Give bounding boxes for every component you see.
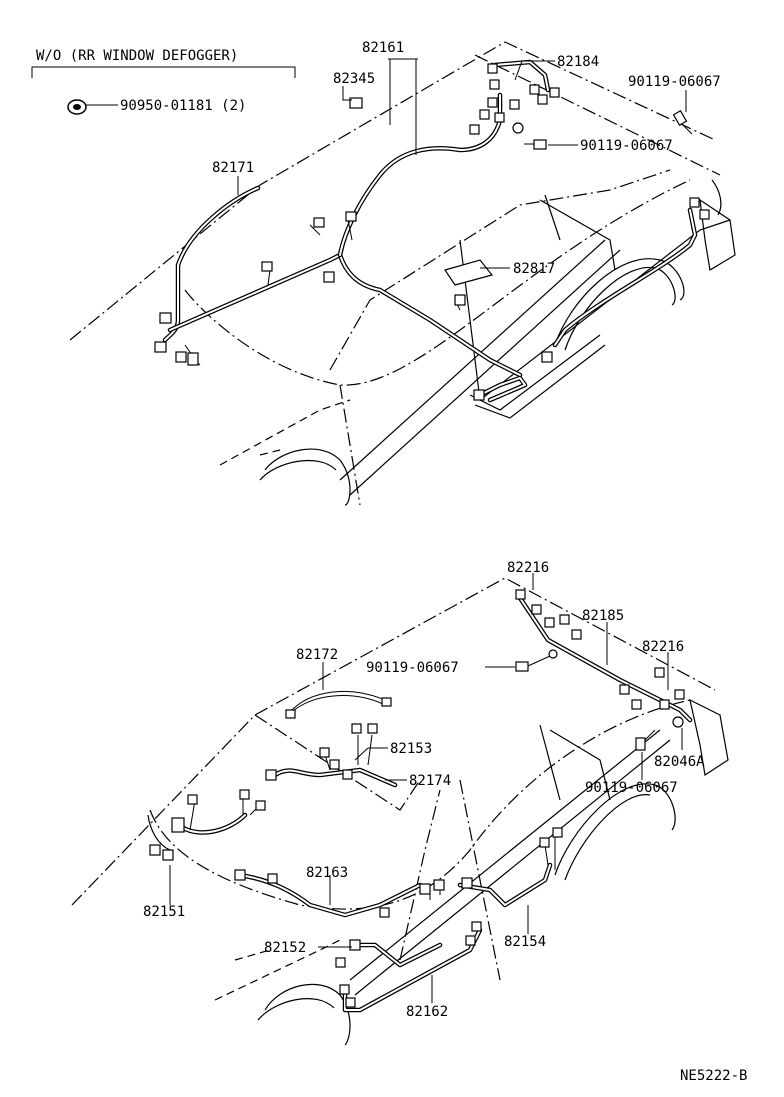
label-82161: 82161	[362, 40, 404, 56]
figure-code: NE5222-B	[680, 1068, 747, 1084]
label-82171: 82171	[212, 160, 254, 176]
label-82216-top: 82216	[507, 560, 549, 576]
bottom-leader-lines	[169, 573, 683, 1003]
bottom-car-outline	[71, 577, 729, 1046]
clip-82345-icon	[349, 97, 363, 109]
bolt-icon	[515, 655, 551, 672]
label-90119-06067-bottom-right: 90119-06067	[585, 780, 678, 796]
label-82345: 82345	[333, 71, 375, 87]
bolt-icon	[524, 139, 547, 150]
label-82174: 82174	[409, 773, 451, 789]
label-82152: 82152	[264, 940, 306, 956]
bottom-harness	[149, 589, 693, 1013]
label-82154: 82154	[504, 934, 546, 950]
pad-82817-icon	[444, 259, 494, 286]
grommet-icon	[67, 99, 87, 115]
label-90119-06067-top-mid: 90119-06067	[580, 138, 673, 154]
label-82216-right: 82216	[642, 639, 684, 655]
label-82046a: 82046A	[654, 754, 705, 770]
top-harness	[154, 59, 710, 403]
label-90950-01181: 90950-01181 (2)	[120, 98, 246, 114]
bolt-icon	[672, 109, 693, 135]
label-82153: 82153	[390, 741, 432, 757]
note-bracket	[31, 66, 296, 78]
label-82172: 82172	[296, 647, 338, 663]
label-82185: 82185	[582, 608, 624, 624]
label-82163: 82163	[306, 865, 348, 881]
label-82817: 82817	[513, 261, 555, 277]
label-90119-06067-bottom-left: 90119-06067	[366, 660, 459, 676]
label-90119-06067-top-right: 90119-06067	[628, 74, 721, 90]
label-82162: 82162	[406, 1004, 448, 1020]
note-without-rr-defogger: W/O (RR WINDOW DEFOGGER)	[36, 48, 238, 64]
label-82184: 82184	[557, 54, 599, 70]
bolt-icon	[635, 729, 656, 751]
label-82151: 82151	[143, 904, 185, 920]
top-leader-lines	[86, 58, 687, 269]
